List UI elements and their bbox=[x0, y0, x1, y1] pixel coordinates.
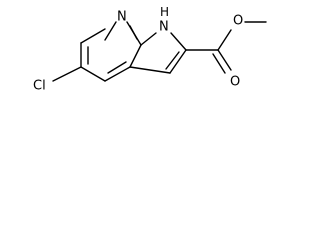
chemical-structure: N H N Cl O O bbox=[33, 5, 267, 94]
bond-c3a-c4 bbox=[104, 66, 131, 82]
bond-c4-c5 bbox=[80, 66, 106, 82]
bond-c2-c3-inner bbox=[165, 51, 180, 70]
ester-group bbox=[185, 21, 267, 74]
ester-oxygen-label: O bbox=[233, 14, 243, 29]
bond-c7a-n1 bbox=[140, 32, 157, 46]
carbonyl-oxygen-label: O bbox=[230, 75, 240, 90]
pyridine-ring bbox=[80, 21, 142, 82]
bond-c5-cl bbox=[52, 66, 82, 82]
bond-n7-c7a-inner bbox=[129, 25, 138, 40]
bond-c6-n-top bbox=[80, 28, 106, 44]
bond-c3a-c4-inner bbox=[107, 61, 127, 74]
bond-c7a-c3a bbox=[129, 44, 142, 68]
nh-hydrogen-label: H bbox=[160, 5, 169, 19]
bond-n1-c2 bbox=[170, 32, 187, 51]
ring-nitrogen-label: N bbox=[117, 10, 127, 25]
bond-carbonyl-o-ester bbox=[217, 29, 232, 51]
pyrrole-ring bbox=[129, 32, 187, 74]
bond-c3-c3a bbox=[129, 66, 171, 74]
bond-c2-c3 bbox=[169, 49, 187, 74]
chlorine-label: Cl bbox=[33, 79, 46, 94]
nh-nitrogen-label: N bbox=[159, 20, 169, 35]
bond-carbonyl-o-double-a bbox=[217, 49, 232, 71]
bond-c5-n7 bbox=[104, 21, 117, 41]
bond-carbonyl-o-double-b bbox=[212, 53, 226, 74]
